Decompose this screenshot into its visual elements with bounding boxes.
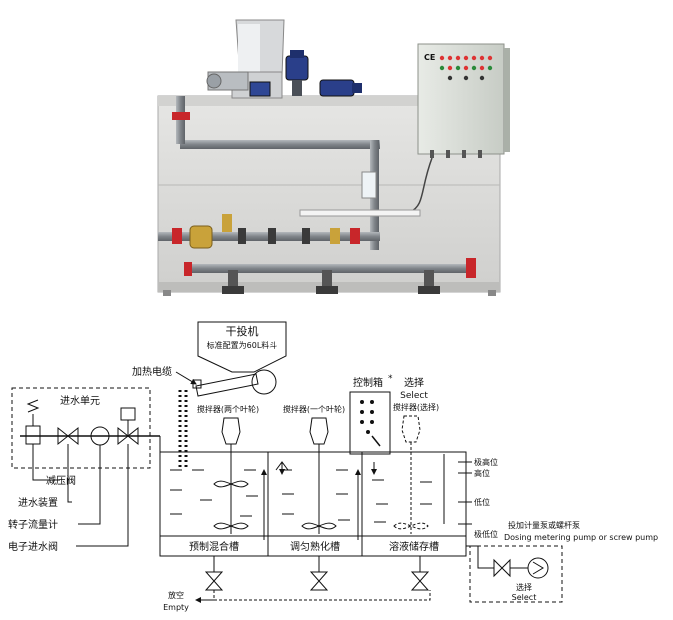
control-panel-cabinet: CE xyxy=(417,43,510,158)
upper-red-valve xyxy=(172,112,190,120)
water-inlet-unit-box xyxy=(11,387,151,469)
feeder-title: 干投机 xyxy=(226,324,259,338)
empty-cn-label: 放空 xyxy=(168,590,184,600)
agitator-motor-1-symbol xyxy=(221,417,241,445)
equipment-photo: CE xyxy=(157,19,510,296)
level-ultra-high: 极高位 xyxy=(474,457,498,467)
impeller-3 xyxy=(393,522,429,530)
drain-header xyxy=(213,590,431,601)
drain-valve-1 xyxy=(204,556,224,591)
dry-feeder-hopper xyxy=(206,19,285,99)
water-item-inlet-device: 进水装置 xyxy=(18,496,58,509)
upper-pipework xyxy=(172,96,421,250)
control-box-label: 控制箱 xyxy=(353,376,383,389)
level-low: 低位 xyxy=(474,497,490,507)
agitator-motor-3-symbol xyxy=(401,415,421,443)
inlet-pipework xyxy=(158,214,380,249)
liquid-dashes xyxy=(170,469,432,523)
agitator-motor-3 xyxy=(249,81,271,97)
dosing-select-box xyxy=(469,545,563,603)
drain-valve-3 xyxy=(410,556,430,591)
leader-prv xyxy=(32,444,60,481)
heating-cable-label: 加热电缆 xyxy=(132,365,172,378)
screw-conveyor xyxy=(192,369,277,397)
tank-body xyxy=(159,451,467,557)
feeder-subtitle: 标准配置为60L料斗 xyxy=(207,340,278,350)
agitator-motor-2-symbol xyxy=(309,417,329,445)
dosing-pump-cn: 投加计量泵或螺杆泵 xyxy=(508,520,580,530)
select-en-label: Select xyxy=(400,391,428,401)
agitator-3-label: 搅拌器(选择) xyxy=(393,402,439,412)
agitator-motor-2 xyxy=(319,79,362,97)
tank-aging-label: 调匀熟化槽 xyxy=(290,540,340,553)
agitator-2-label: 搅拌器(一个叶轮) xyxy=(283,404,345,414)
dosing-pump-en: Dosing metering pump or screw pump xyxy=(504,533,658,542)
impeller-1a xyxy=(213,480,249,488)
agitator-motor-1 xyxy=(285,50,309,96)
inlet-valve xyxy=(57,426,79,446)
impeller-1b xyxy=(213,522,249,530)
electric-inlet-valve xyxy=(117,407,139,446)
control-box xyxy=(349,391,391,455)
pressure-reducing-valve xyxy=(25,399,41,445)
level-markers xyxy=(443,454,472,525)
tank-storage-label: 溶液储存槽 xyxy=(389,540,439,553)
drain-valve-2 xyxy=(309,556,329,591)
water-inlet-unit-title: 进水单元 xyxy=(60,395,100,407)
dosing-pump-symbol xyxy=(527,557,549,579)
feeder-hopper-shape xyxy=(197,321,287,373)
water-item-electric-valve: 电子进水阀 xyxy=(8,540,58,553)
level-high: 高位 xyxy=(474,468,490,478)
drain-pipework xyxy=(184,258,476,294)
control-box-mark: * xyxy=(388,374,393,384)
panel-label: CE xyxy=(424,53,435,62)
dosing-select-en: Select xyxy=(512,593,537,602)
dosing-select-cn: 选择 xyxy=(516,582,532,592)
select-cn-label: 选择 xyxy=(404,376,424,389)
dosing-valve xyxy=(493,558,511,578)
empty-en-label: Empty xyxy=(163,603,189,612)
impeller-2 xyxy=(301,522,337,530)
tank-premix-label: 预制混合槽 xyxy=(189,540,239,553)
brass-valve xyxy=(189,225,213,249)
upper-flowmeter xyxy=(361,171,377,199)
process-diagram: 干投机 标准配置为60L料斗 加热电缆 控制箱 * 选择 Select 搅拌 xyxy=(8,321,658,612)
water-item-prv: 减压阀 xyxy=(46,474,76,487)
water-item-rotameter: 转子流量计 xyxy=(8,518,58,531)
panel-indicator-lights xyxy=(439,55,493,81)
level-ultra-low: 极低位 xyxy=(474,529,498,539)
agitator-1-label: 搅拌器(两个叶轮) xyxy=(197,404,259,414)
